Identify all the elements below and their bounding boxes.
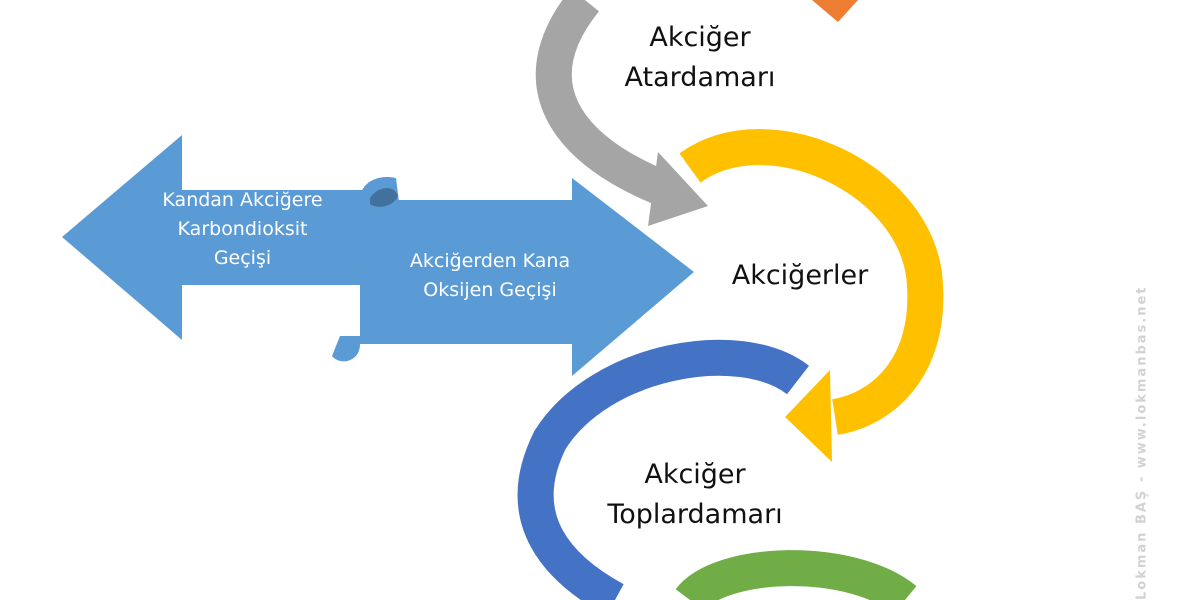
scroll-bottom-curl	[332, 336, 360, 362]
pulmonary-vein-line2: Toplardamarı	[607, 499, 783, 530]
watermark: Lokman BAŞ - www.lokmanbas.net	[1122, 252, 1150, 600]
watermark-text: Lokman BAŞ - www.lokmanbas.net	[1135, 285, 1150, 600]
blue-cycle-arrow	[517, 339, 810, 600]
green-cycle-arrow	[675, 550, 917, 600]
co2-arrow-label: Kandan Akciğere Karbondioksit Geçişi	[125, 186, 360, 273]
pulmonary-artery-line2: Atardamarı	[624, 62, 776, 93]
node-label-pulmonary-artery: Akciğer Atardamarı	[610, 18, 790, 98]
pulmonary-vein-line1: Akciğer	[644, 459, 746, 490]
co2-label-line1: Kandan Akciğere	[162, 189, 323, 211]
scroll-fold	[370, 187, 398, 207]
gray-cycle-arrow	[535, 0, 679, 209]
gray-arrowhead	[648, 152, 708, 226]
o2-label-line1: Akciğerden Kana	[409, 250, 571, 272]
orange-cycle-arrow	[812, 0, 858, 22]
yellow-cycle-arrow	[679, 129, 944, 435]
o2-label-line2: Oksijen Geçişi	[423, 279, 557, 301]
pulmonary-artery-line1: Akciğer	[649, 22, 751, 53]
co2-transfer-arrow	[62, 135, 380, 340]
co2-label-line3: Geçişi	[213, 247, 272, 269]
o2-arrow-label: Akciğerden Kana Oksijen Geçişi	[385, 247, 595, 305]
node-label-lungs: Akciğerler	[731, 260, 869, 291]
o2-transfer-arrow	[360, 178, 694, 376]
yellow-arrowhead	[785, 370, 832, 462]
node-label-pulmonary-vein: Akciğer Toplardamarı	[585, 455, 805, 535]
co2-label-line2: Karbondioksit	[177, 218, 308, 240]
